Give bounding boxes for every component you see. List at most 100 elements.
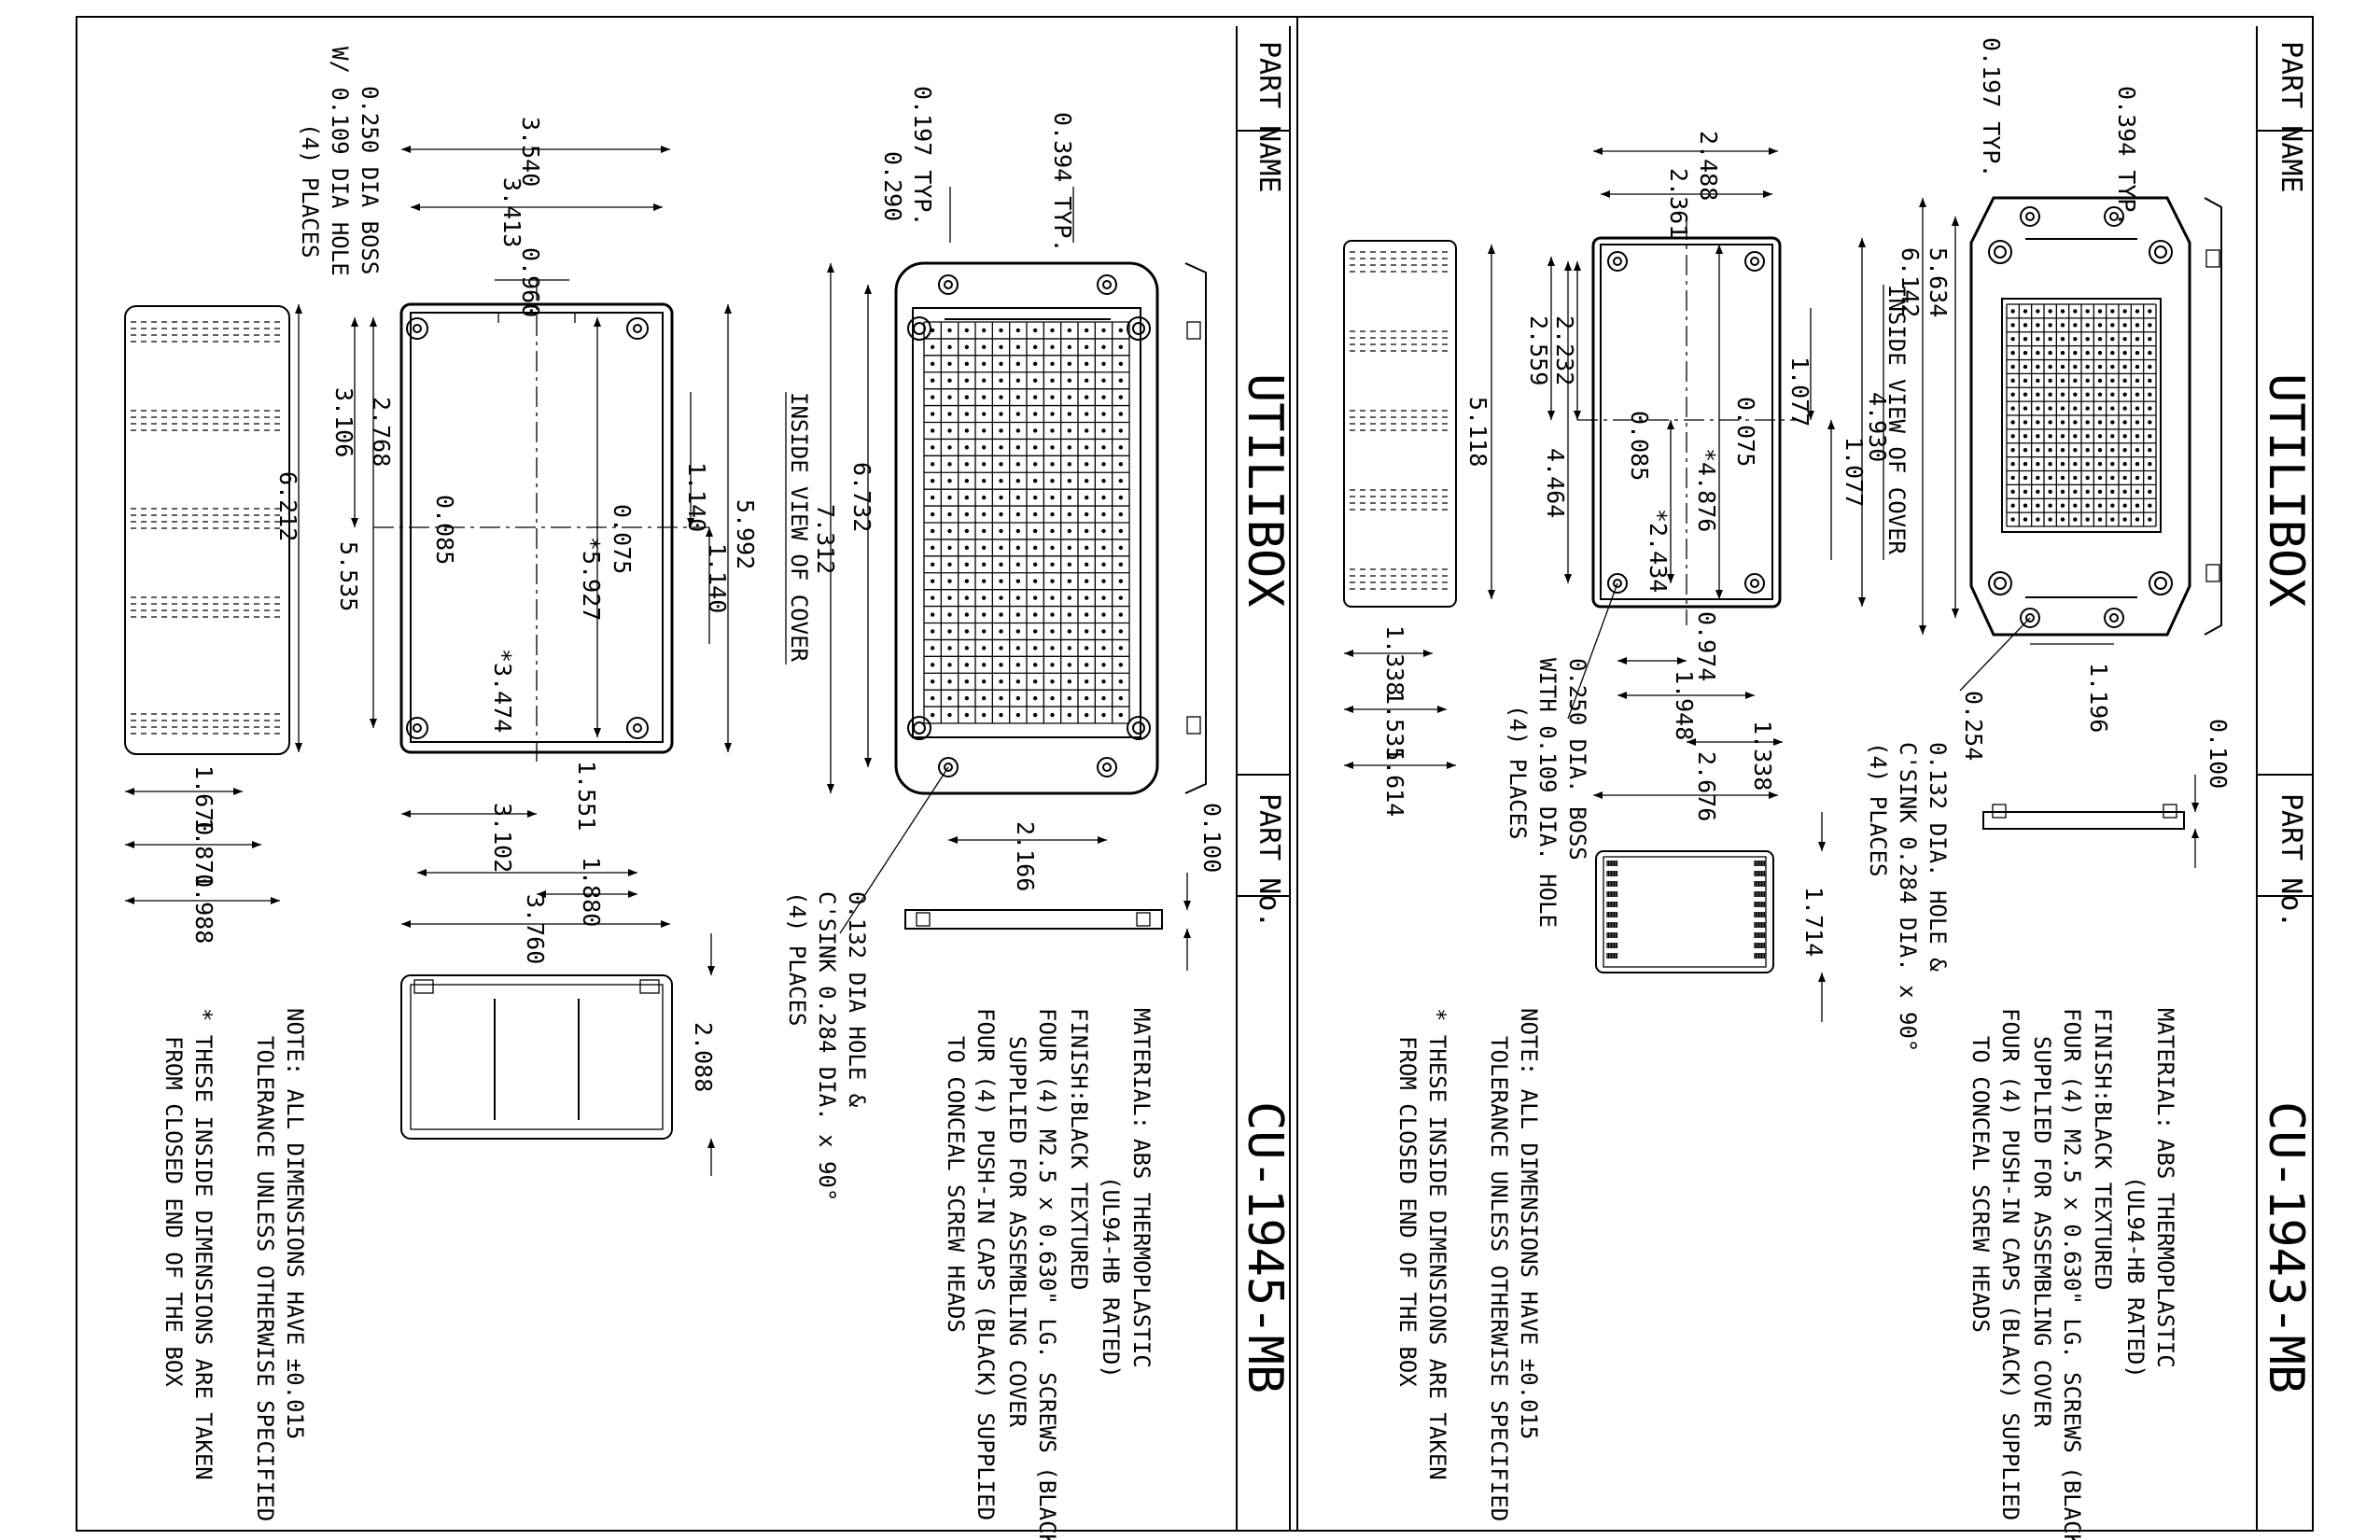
- cover-view-right: INSIDE VIEW OF COVER: [1883, 196, 2222, 637]
- dim-1535: 1.535: [1381, 691, 1408, 761]
- screws-note: FOUR (4) M2.5 x 0.630" LG. SCREWS (BLACK…: [1034, 1008, 1060, 1540]
- cover-grid-dot: [2122, 350, 2127, 356]
- cover-grid-dot: [2122, 503, 2127, 508]
- cover-grid-dot: [2048, 503, 2052, 508]
- cover-grid-dot: [1015, 712, 1021, 718]
- hole-note-3: (4) PLACES: [1865, 742, 1891, 877]
- dim-0197: 0.197 TYP.: [909, 86, 936, 227]
- dim-1988: 1.988: [190, 874, 217, 944]
- cover-grid-dot: [2135, 434, 2140, 439]
- cover-grid-dot: [947, 646, 952, 651]
- cover-grid-dot: [2097, 489, 2103, 495]
- cover-grid-dot: [2073, 517, 2078, 522]
- cover-grid-dot: [981, 612, 987, 617]
- cover-grid-dot: [2036, 406, 2040, 411]
- cover-grid-dot: [2060, 378, 2065, 384]
- cover-grid-dot: [2148, 336, 2152, 342]
- cover-grid-dot: [2085, 350, 2090, 356]
- cover-grid-dot: [947, 595, 952, 600]
- cover-grid-dot: [1032, 663, 1038, 667]
- cover-grid-dot: [1101, 695, 1106, 701]
- cover-grid-dot: [964, 595, 970, 600]
- cover-grid-dot: [2036, 378, 2040, 384]
- material-value: ABS THERMOPLASTIC: [2152, 1139, 2178, 1368]
- cover-grid-dot: [964, 679, 970, 684]
- cover-grid-dot: [981, 579, 987, 583]
- cover-grid-dot: [999, 663, 1003, 667]
- cover-grid-dot: [999, 629, 1003, 634]
- cover-grid-dot: [964, 328, 970, 333]
- cover-grid-dot: [2148, 517, 2152, 522]
- cover-grid-dot: [1118, 361, 1124, 366]
- cover-grid-dot: [2085, 475, 2090, 481]
- cover-grid-dot: [999, 562, 1003, 567]
- cover-grid-dot: [2060, 434, 2065, 439]
- dim-3540: 3.540: [517, 117, 544, 187]
- cover-grid-dot: [2110, 336, 2115, 342]
- cover-grid-dot: [2048, 517, 2052, 522]
- cover-grid-dot: [2110, 434, 2115, 439]
- cover-grid-dot: [1032, 328, 1038, 333]
- cover-grid-dot: [2036, 309, 2040, 314]
- hole-note-2: C'SINK 0.284 DIA. x 90°: [814, 891, 840, 1201]
- cover-grid-dot: [2060, 503, 2065, 508]
- cover-grid-dot: [1050, 629, 1055, 634]
- screws-note-2: SUPPLIED FOR ASSEMBLING COVER: [2029, 1036, 2055, 1428]
- notes-right: MATERIAL: ABS THERMOPLASTIC (UL94-HB RAT…: [1394, 1008, 2178, 1540]
- cover-grid-dot: [2110, 323, 2115, 328]
- dim-5118: 5.118: [1464, 397, 1491, 467]
- cover-grid-dot: [2036, 489, 2040, 495]
- caps-note-2: TO CONCEAL SCREW HEADS: [943, 1036, 969, 1333]
- dim-3102: 3.102: [489, 803, 516, 873]
- cover-grid-dot: [1032, 679, 1038, 684]
- right-sheet: PART NAME UTILIBOX PART No. CU-1943-MB M…: [1343, 26, 2314, 1540]
- hole-note-2: C'SINK 0.284 DIA. x 90°: [1895, 742, 1921, 1052]
- cover-grid-dot: [2135, 309, 2140, 314]
- cover-grid-dot: [1015, 528, 1021, 534]
- cover-grid-dot: [1118, 545, 1124, 551]
- cover-grid-dot: [947, 528, 952, 534]
- cover-grid-dot: [2010, 420, 2015, 425]
- cover-grid-dot: [1084, 428, 1089, 433]
- cover-grid-dot: [1050, 445, 1055, 450]
- cover-grid-dot: [2097, 517, 2103, 522]
- cover-grid-dot: [1067, 445, 1072, 450]
- cover-grid-dot: [1032, 495, 1038, 500]
- dim-4876: *4.876: [1693, 448, 1720, 532]
- cover-grid-dot: [2010, 489, 2015, 495]
- cover-grid-dot: [1118, 395, 1124, 399]
- cover-grid-dot: [1101, 712, 1106, 718]
- cover-grid-dot: [2135, 503, 2140, 508]
- cover-grid-dot: [2110, 447, 2115, 453]
- cover-grid-dot: [2097, 323, 2103, 328]
- cover-grid-dot: [2073, 406, 2078, 411]
- cover-grid-dot: [2010, 503, 2015, 508]
- cover-grid-dot: [1101, 445, 1106, 450]
- cover-grid-dot: [2060, 475, 2065, 481]
- cover-grid-dot: [1101, 629, 1106, 634]
- cover-grid-dot: [1084, 646, 1089, 651]
- cover-grid-dot: [2148, 447, 2152, 453]
- material-label: MATERIAL:: [2152, 1008, 2178, 1129]
- cover-grid-dot: [2060, 447, 2065, 453]
- cover-grid-dot: [2036, 336, 2040, 342]
- finish-value: BLACK TEXTURED: [1066, 1101, 1092, 1290]
- dim-1870: 1.870: [190, 818, 217, 888]
- caps-note-2: TO CONCEAL SCREW HEADS: [1967, 1036, 1994, 1333]
- cover-grid-dot: [930, 462, 935, 467]
- cover-grid-dot: [2060, 461, 2065, 467]
- cover-grid-dot: [2097, 461, 2103, 467]
- dim-0085: 0.085: [431, 495, 458, 565]
- cover-grid-dot: [2122, 447, 2127, 453]
- boss-note: 0.250 DIA BOSS: [357, 86, 383, 274]
- cover-grid-dot: [964, 511, 970, 517]
- tolerance-note-2: TOLERANCE UNLESS OTHERWISE SPECIFIED: [252, 1036, 278, 1521]
- cover-grid-dot: [2122, 364, 2127, 370]
- cover-grid-dot: [981, 361, 987, 366]
- cover-grid-dot: [2048, 336, 2052, 342]
- cover-grid-dot: [947, 695, 952, 701]
- cover-grid-dot: [947, 562, 952, 567]
- cover-grid-dot: [2073, 503, 2078, 508]
- cover-grid-dot: [2036, 461, 2040, 467]
- dim-2488: 2.488: [1695, 131, 1722, 201]
